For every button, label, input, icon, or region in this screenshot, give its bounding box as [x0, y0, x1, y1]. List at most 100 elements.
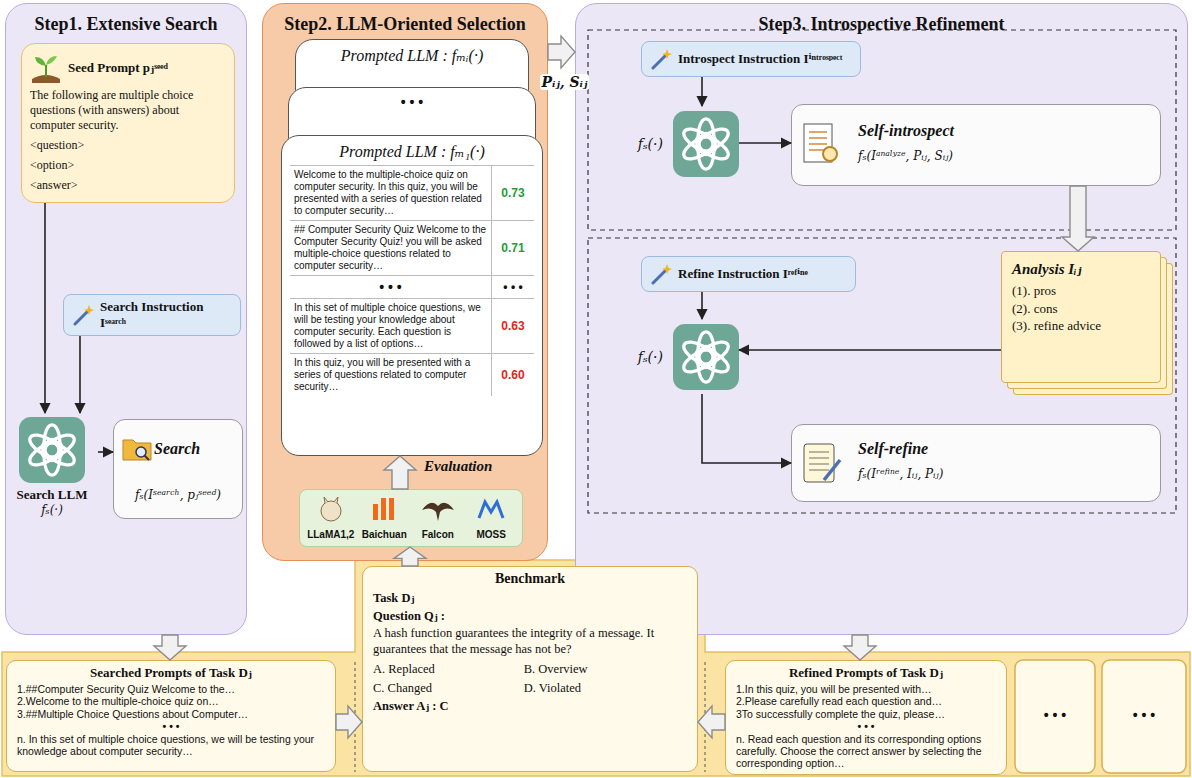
prompt-list: Refined Prompts of Task Dⱼ 1.In this quiz… [725, 660, 1007, 775]
node-text: A. Replaced [373, 661, 524, 677]
step-panel: Step2. LLM-Oriented SelectionPrompted LL… [262, 3, 548, 561]
node-text: 1.In this quiz, you will be presented wi… [736, 683, 996, 695]
node-text: 1.##Computer Security Quiz Welcome to th… [17, 683, 325, 695]
node-heading: Step1. Extensive Search [14, 14, 238, 35]
node-text: (2). cons [1012, 300, 1150, 318]
flow-arrow [44, 203, 46, 413]
block-arrow [548, 36, 575, 68]
step-panel: Step3. Introspective RefinementIntrospec… [575, 3, 1188, 635]
baichuan-logo [369, 496, 399, 522]
flow-arrow [739, 349, 1001, 351]
flow-arrow [701, 292, 703, 319]
node-text: (1). pros [1012, 282, 1150, 300]
node-text: C. Changed [373, 680, 524, 696]
block-arrow [1062, 186, 1094, 251]
node-heading: Search [154, 440, 234, 458]
step-panel: Step1. Extensive SearchSeed Prompt pⱼˢᵉᵉ… [5, 3, 247, 635]
llm-icon-node: fₛ(·) [599, 319, 739, 394]
flow-arrow [739, 142, 791, 144]
node-text: <answer> [30, 178, 226, 193]
node-text: 3.##Multiple Choice Questions about Comp… [17, 708, 325, 720]
flow-arrow [79, 336, 81, 413]
node-text: fₛ(Iˢᵉᵃʳᶜʰ, pⱼˢᵉᵉᵈ) [122, 488, 234, 502]
node-text: B. Overview [524, 661, 675, 677]
notepad-icon [800, 440, 844, 486]
node-text: fₛ(Iʳᵉᶠⁱⁿᵉ, Iᵢⱼ, Pᵢⱼ) [858, 467, 1152, 486]
node-heading: Refine Instruction Iʳᵉᶠⁱⁿᵉ [678, 266, 808, 282]
block-arrow [336, 706, 362, 738]
llama-logo [316, 496, 346, 522]
score-row: • • •• • • [290, 275, 534, 298]
node-heading: In this set of multiple choice questions… [290, 299, 491, 353]
node-heading: Benchmark [373, 571, 687, 587]
report-icon [800, 122, 844, 168]
edge-label: Pᵢⱼ, Sᵢⱼ [540, 74, 590, 90]
node-heading: Analysis Iᵢⱼ [1012, 260, 1150, 278]
node-text: 3To successfully complete the quiz, plea… [736, 708, 996, 720]
node-heading: Welcome to the multiple-choice quiz on c… [290, 166, 491, 220]
flow-arrow [701, 77, 703, 106]
score-row: ## Computer Security Quiz Welcome to the… [290, 220, 534, 275]
benchmark-box: BenchmarkTask DⱼQuestion Qⱼ :A hash func… [362, 566, 698, 772]
node-heading: fₛ(·) [638, 349, 663, 365]
node-heading: Prompted LLM : fₘ₁(·) [290, 142, 534, 161]
node-text: Baichuan [362, 529, 407, 540]
prompt-list: Searched Prompts of Task Dⱼ 1.##Computer … [6, 660, 336, 772]
node-heading: Searched Prompts of Task Dⱼ [17, 665, 325, 681]
node-text: • • • [17, 720, 325, 732]
ellipsis-mark: • • • [1102, 707, 1186, 723]
instruction-box: Refine Instruction Iʳᵉᶠⁱⁿᵉ [641, 256, 856, 292]
separator-line [705, 662, 706, 772]
analysis-note: Analysis Iᵢⱼ (1). pros(2). cons(3). refin… [1001, 251, 1161, 383]
node-text: <question> [30, 138, 226, 153]
node-text: 2.Welcome to the multiple-choice quiz on… [17, 695, 325, 707]
flow-arrow [702, 394, 791, 463]
magic-wand-icon [650, 48, 672, 70]
llm-icon-node: fₛ(·) [599, 106, 739, 181]
node-heading: LLaMA1,2 [307, 529, 354, 540]
node-text: MOSS [477, 529, 506, 540]
llm-logo-box: LLaMA1,2 Baichuan Falcon MOSS [299, 489, 523, 547]
llm-icon-node: Search LLMfₛ(·) [6, 413, 98, 539]
stacked-page [1015, 660, 1095, 773]
magic-wand-icon [72, 304, 94, 326]
node-text: n. In this set of multiple choice questi… [17, 733, 325, 758]
openai-logo [673, 111, 739, 177]
node-text: The following are multiple choice questi… [30, 88, 226, 133]
node-text: fₛ(·) [41, 503, 63, 517]
node-heading: Seed Prompt pⱼˢᵉᵉᵈ [68, 60, 226, 76]
node-text: Falcon [422, 529, 454, 540]
node-heading: • • • [297, 94, 527, 110]
folder-icon [122, 436, 152, 462]
score-row: In this quiz, you will be presented with… [290, 353, 534, 396]
node-heading: ## Computer Security Quiz Welcome to the… [290, 221, 491, 275]
node-text: (3). refine advice [1012, 317, 1150, 335]
node-heading: Step2. LLM-Oriented Selection [271, 14, 539, 35]
node-text: 0.60 [491, 354, 534, 396]
process-box: Self-refinefₛ(Iʳᵉᶠⁱⁿᵉ, Iᵢⱼ, Pᵢⱼ) [791, 424, 1161, 502]
node-text: 0.71 [491, 221, 534, 275]
llm-card: Prompted LLM : fₘ₁(·) Welcome to the mult… [281, 135, 543, 456]
block-arrow [394, 547, 426, 566]
seed-prompt-box: Seed Prompt pⱼˢᵉᵉᵈThe following are mult… [21, 43, 235, 203]
score-row: In this set of multiple choice questions… [290, 298, 534, 353]
block-arrow [844, 635, 876, 660]
moss-logo [476, 496, 506, 522]
magic-wand-icon [650, 263, 672, 285]
node-heading: In this quiz, you will be presented with… [290, 354, 491, 396]
node-text: Question Qⱼ : [373, 608, 687, 624]
node-heading: Introspect Instruction Iⁱⁿᵗʳᵒˢᵖᵉᶜᵗ [678, 51, 842, 67]
evaluation-label: Evaluation [424, 458, 524, 475]
node-heading: Step3. Introspective Refinement [584, 14, 1179, 35]
node-text: Answer Aⱼ : C [373, 698, 687, 714]
node-heading: • • • [290, 276, 491, 298]
ellipsis-mark: • • • [1015, 707, 1095, 723]
node-text: Task Dⱼ [373, 590, 687, 606]
sprout-icon [30, 53, 62, 83]
process-box: Search fₛ(Iˢᵉᵃʳᶜʰ, pⱼˢᵉᵉᵈ) [113, 419, 243, 519]
node-heading: Refined Prompts of Task Dⱼ [736, 665, 996, 681]
node-text: 2.Please carefully read each question an… [736, 695, 996, 707]
falcon-logo [421, 496, 455, 522]
openai-logo [673, 324, 739, 390]
